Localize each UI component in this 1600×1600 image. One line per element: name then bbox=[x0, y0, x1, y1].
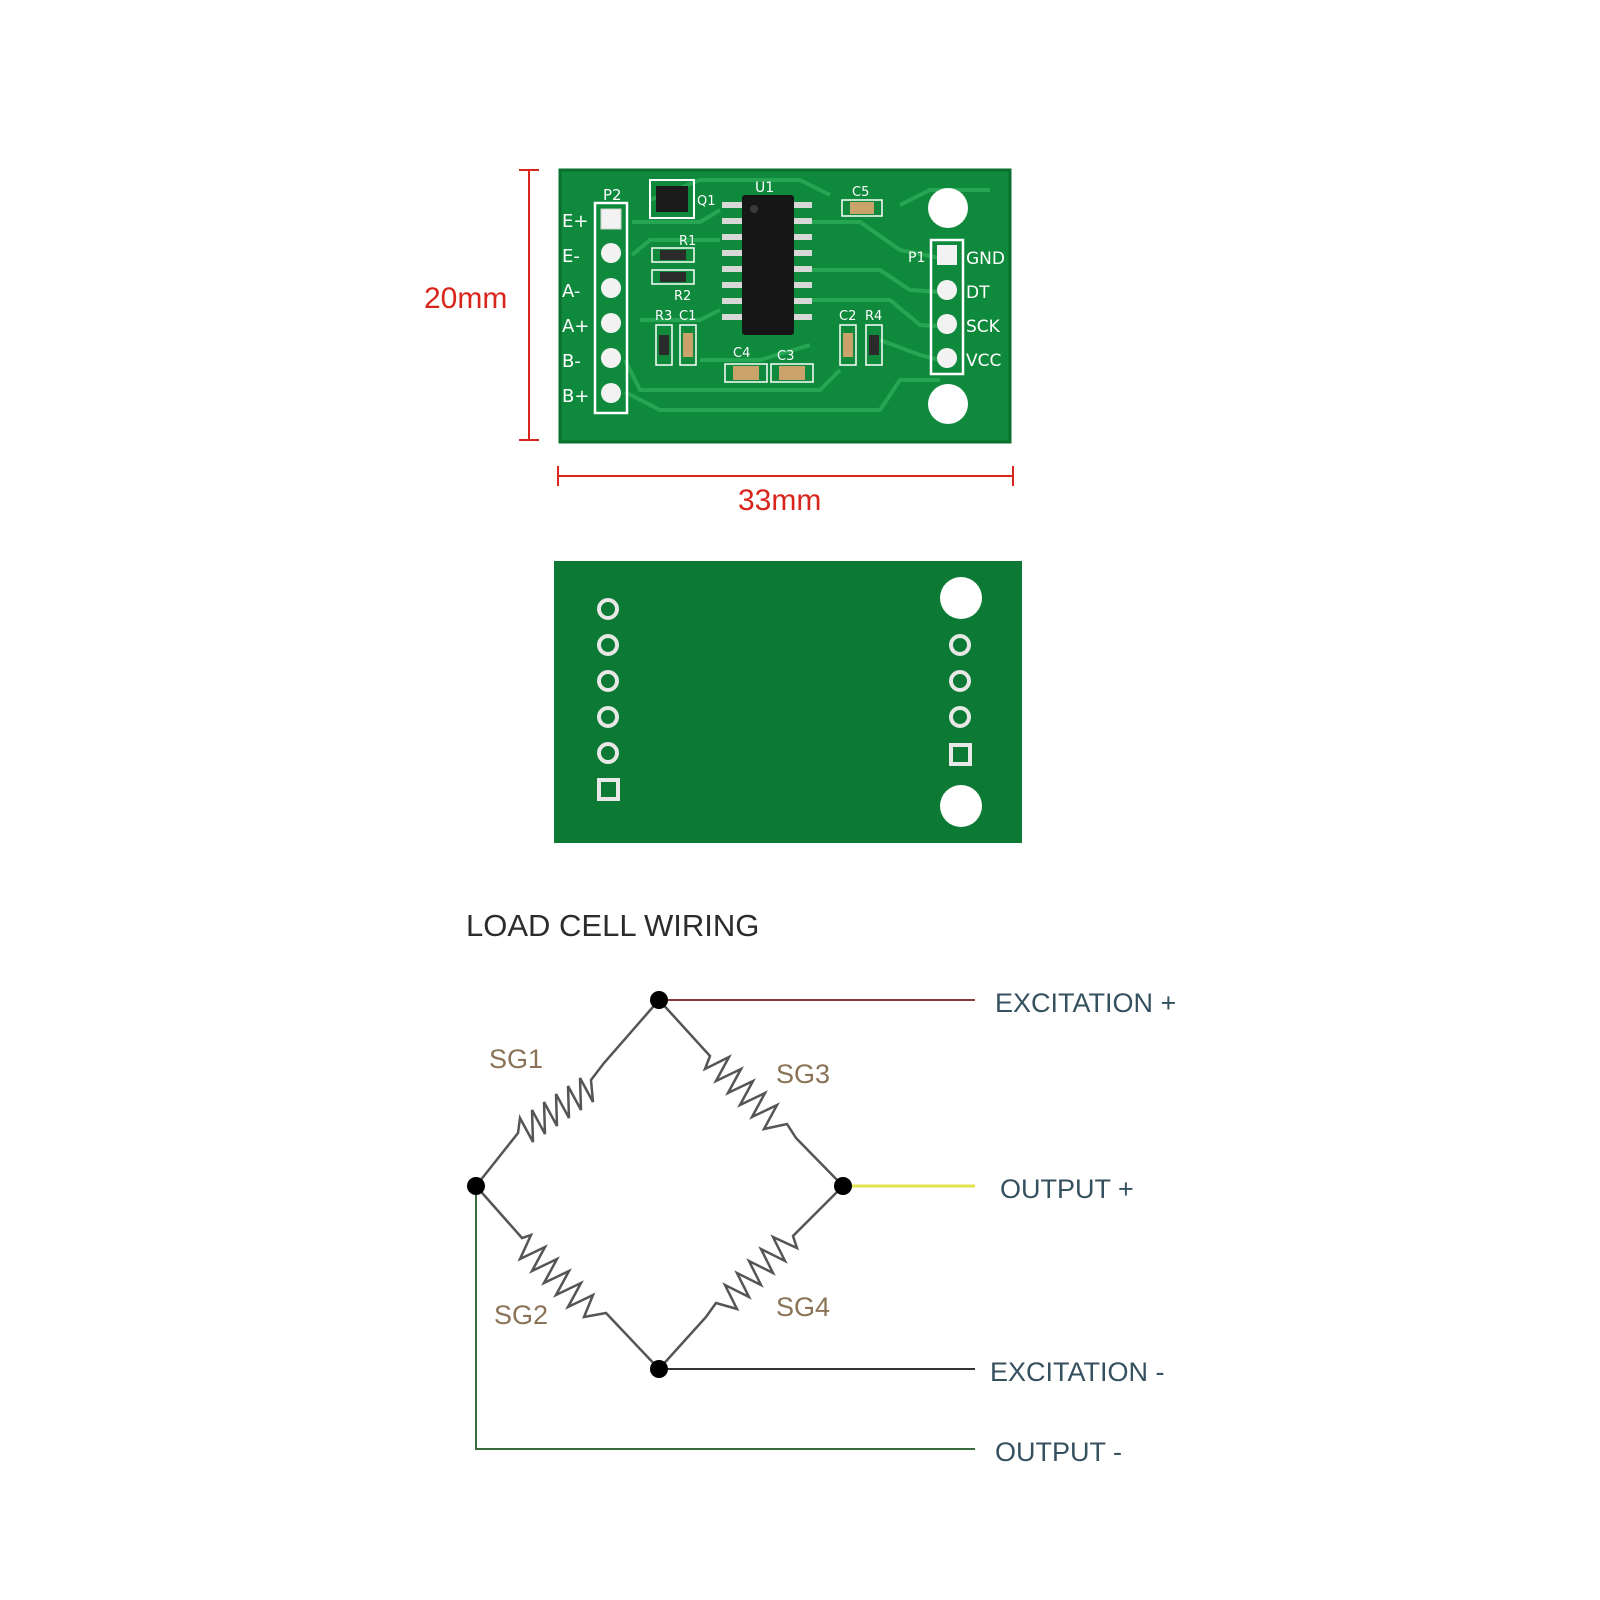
r1-label: R1 bbox=[679, 234, 696, 249]
r3-label: R3 bbox=[655, 309, 672, 324]
header-right-outline bbox=[929, 238, 965, 376]
r2-label: R2 bbox=[674, 289, 691, 304]
node-left bbox=[467, 1177, 485, 1195]
output-minus-label: OUTPUT - bbox=[995, 1437, 1122, 1467]
node-bottom bbox=[650, 1360, 668, 1378]
excitation-plus-label: EXCITATION + bbox=[995, 988, 1176, 1018]
output-plus-label: OUTPUT + bbox=[1000, 1174, 1134, 1204]
header-right-label: P1 bbox=[908, 250, 925, 266]
pin-label-a-plus: A+ bbox=[562, 316, 589, 337]
sg2-resistor bbox=[475, 1185, 660, 1370]
sg4-resistor bbox=[658, 1185, 844, 1370]
parts-c2-r4: C2 R4 bbox=[839, 309, 883, 366]
output-minus-wire bbox=[475, 1186, 975, 1450]
wiring-diagram: LOAD CELL WIRING SG1 SG2 SG3 SG4 EXCITAT… bbox=[466, 908, 1176, 1467]
node-top bbox=[650, 991, 668, 1009]
c5-label: C5 bbox=[852, 185, 869, 200]
sg2-label: SG2 bbox=[494, 1300, 548, 1330]
pin-label-dt: DT bbox=[966, 283, 990, 303]
sg1-resistor bbox=[475, 999, 660, 1187]
pin-label-b-minus: B- bbox=[562, 351, 581, 372]
c1-label: C1 bbox=[679, 309, 696, 324]
width-label: 33mm bbox=[738, 484, 821, 517]
header-left-label: P2 bbox=[603, 186, 622, 204]
height-dimension: 20mm bbox=[424, 169, 539, 441]
resistors-r1-r2: R1 R2 bbox=[651, 234, 696, 304]
pin-label-e-minus: E- bbox=[562, 246, 580, 267]
mounting-hole bbox=[928, 384, 968, 424]
pin-label-gnd: GND bbox=[966, 249, 1005, 269]
sg3-resistor bbox=[658, 999, 844, 1187]
pin-label-e-plus: E+ bbox=[562, 211, 588, 232]
back-board bbox=[554, 561, 1022, 843]
transistor-q1: Q1 bbox=[649, 179, 716, 219]
sg3-label: SG3 bbox=[776, 1059, 830, 1089]
front-board: 20mm 33mm P2 bbox=[424, 168, 1014, 517]
height-label: 20mm bbox=[424, 282, 507, 315]
pin-label-sck: SCK bbox=[966, 317, 1001, 337]
node-right bbox=[834, 1177, 852, 1195]
left-pin-labels: E+ E- A- A+ B- B+ bbox=[562, 211, 589, 407]
header-left-outline bbox=[593, 201, 629, 415]
parts-c4-c3: C4 C3 bbox=[724, 346, 814, 383]
wiring-title: LOAD CELL WIRING bbox=[466, 908, 759, 943]
excitation-minus-label: EXCITATION - bbox=[990, 1357, 1165, 1387]
back-left-holes bbox=[597, 598, 620, 801]
u1-label: U1 bbox=[755, 180, 774, 196]
mounting-hole bbox=[940, 785, 982, 827]
q1-label: Q1 bbox=[697, 194, 716, 209]
pin-label-b-plus: B+ bbox=[562, 386, 589, 407]
r4-label: R4 bbox=[865, 309, 882, 324]
parts-r3-c1: R3 C1 bbox=[655, 309, 697, 366]
sg4-label: SG4 bbox=[776, 1292, 830, 1322]
c3-label: C3 bbox=[777, 349, 794, 364]
capacitor-c5: C5 bbox=[841, 185, 883, 217]
c2-label: C2 bbox=[839, 309, 856, 324]
right-pads bbox=[937, 245, 957, 368]
pin-label-a-minus: A- bbox=[562, 281, 580, 302]
right-pin-labels: GND DT SCK VCC bbox=[966, 249, 1005, 371]
width-dimension: 33mm bbox=[557, 466, 1014, 517]
back-right-holes bbox=[949, 634, 972, 766]
pin-label-vcc: VCC bbox=[966, 351, 1001, 371]
c4-label: C4 bbox=[733, 346, 750, 361]
mounting-hole bbox=[940, 577, 982, 619]
left-pads bbox=[600, 208, 622, 403]
chip-u1: U1 bbox=[722, 180, 812, 335]
sg1-label: SG1 bbox=[489, 1044, 543, 1074]
mounting-hole bbox=[928, 188, 968, 228]
